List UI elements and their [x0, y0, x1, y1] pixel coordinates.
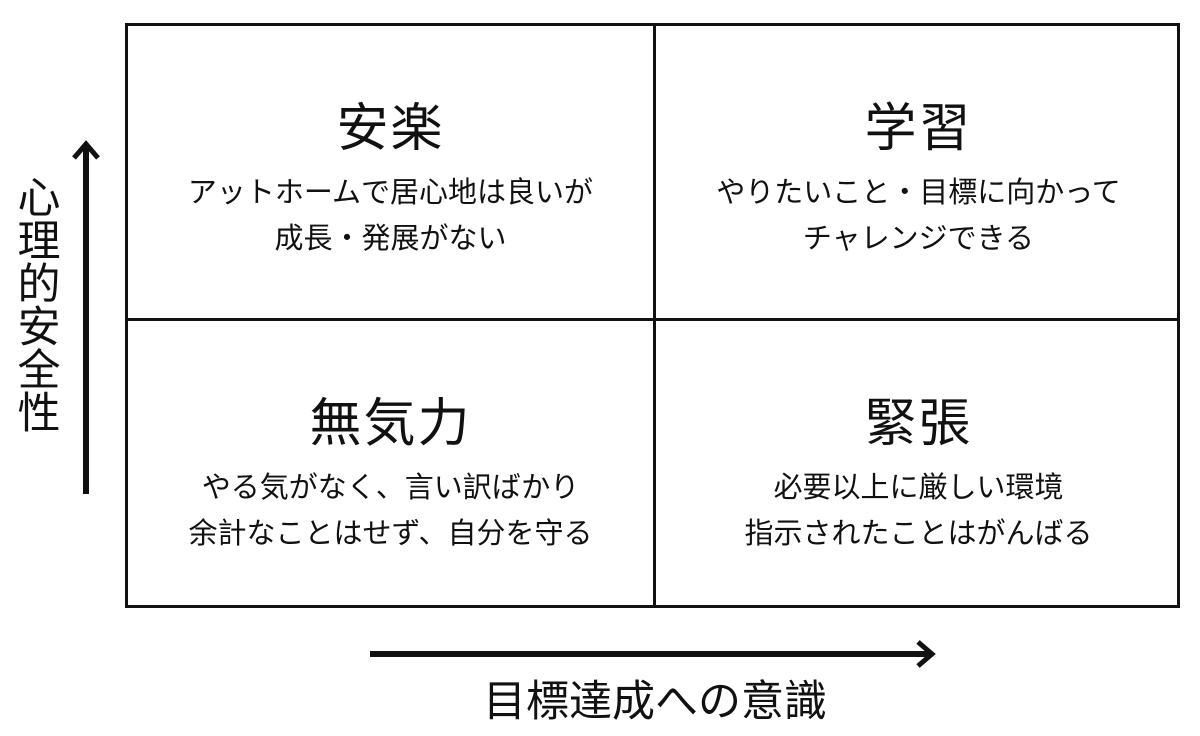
horizontal-divider: [128, 318, 1177, 321]
quadrant-apathy: 無気力 やる気がなく、言い訳ばかり 余計なことはせず、自分を守る: [128, 321, 653, 555]
quadrant-description-line: 余計なことはせず、自分を守る: [188, 516, 593, 550]
quadrant-anxiety: 緊張 必要以上に厳しい環境 指示されたことはがんばる: [656, 321, 1181, 555]
quadrant-grid: 安楽 アットホームで居心地は良いが 成長・発展がない 学習 やりたいこと・目標に…: [125, 23, 1180, 608]
quadrant-description-line: 成長・発展がない: [274, 221, 507, 255]
quadrant-title: 無気力: [309, 394, 472, 454]
quadrant-description-line: アットホームで居心地は良いが: [187, 175, 594, 209]
y-axis-label: 心理的安全性: [17, 174, 61, 439]
quadrant-comfort: 安楽 アットホームで居心地は良いが 成長・発展がない: [128, 26, 653, 260]
quadrant-title: 学習: [864, 99, 973, 159]
x-axis-label: 目標達成への意識: [483, 677, 827, 727]
quadrant-title: 安楽: [336, 99, 445, 159]
quadrant-description-line: 必要以上に厳しい環境: [773, 470, 1064, 504]
y-axis-arrow-icon: [72, 140, 100, 494]
quadrant-description-line: やる気がなく、言い訳ばかり: [201, 470, 580, 504]
quadrant-description-line: チャレンジできる: [802, 221, 1035, 255]
x-axis-arrow-icon: [370, 640, 936, 668]
quadrant-learning: 学習 やりたいこと・目標に向かって チャレンジできる: [656, 26, 1181, 260]
vertical-divider: [653, 26, 656, 605]
quadrant-description-line: やりたいこと・目標に向かって: [716, 175, 1121, 209]
quadrant-description-line: 指示されたことはがんばる: [744, 516, 1093, 550]
quadrant-title: 緊張: [864, 394, 973, 454]
